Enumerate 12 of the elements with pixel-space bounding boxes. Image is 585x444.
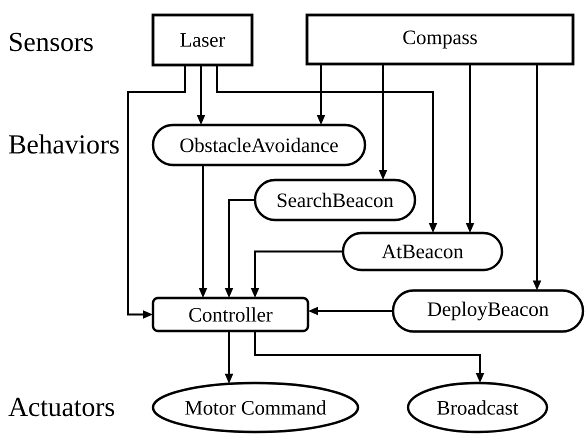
row-label: Behaviors (9, 134, 119, 154)
row-label: Sensors (10, 32, 93, 52)
ellipse-node: Motor Command (152, 382, 360, 434)
box-node: Compass (306, 14, 574, 66)
box-node: Laser (152, 14, 254, 66)
pill-node: DeployBeacon (392, 289, 584, 333)
pill-node: AtBeacon (342, 232, 504, 272)
ellipse-node: Broadcast (406, 382, 548, 434)
row-label: Actuators (8, 398, 114, 416)
pill-node: SearchBeacon (254, 178, 416, 222)
pill-node: ObstacleAvoidance (152, 124, 366, 166)
rounded-box: Controller (152, 296, 310, 332)
